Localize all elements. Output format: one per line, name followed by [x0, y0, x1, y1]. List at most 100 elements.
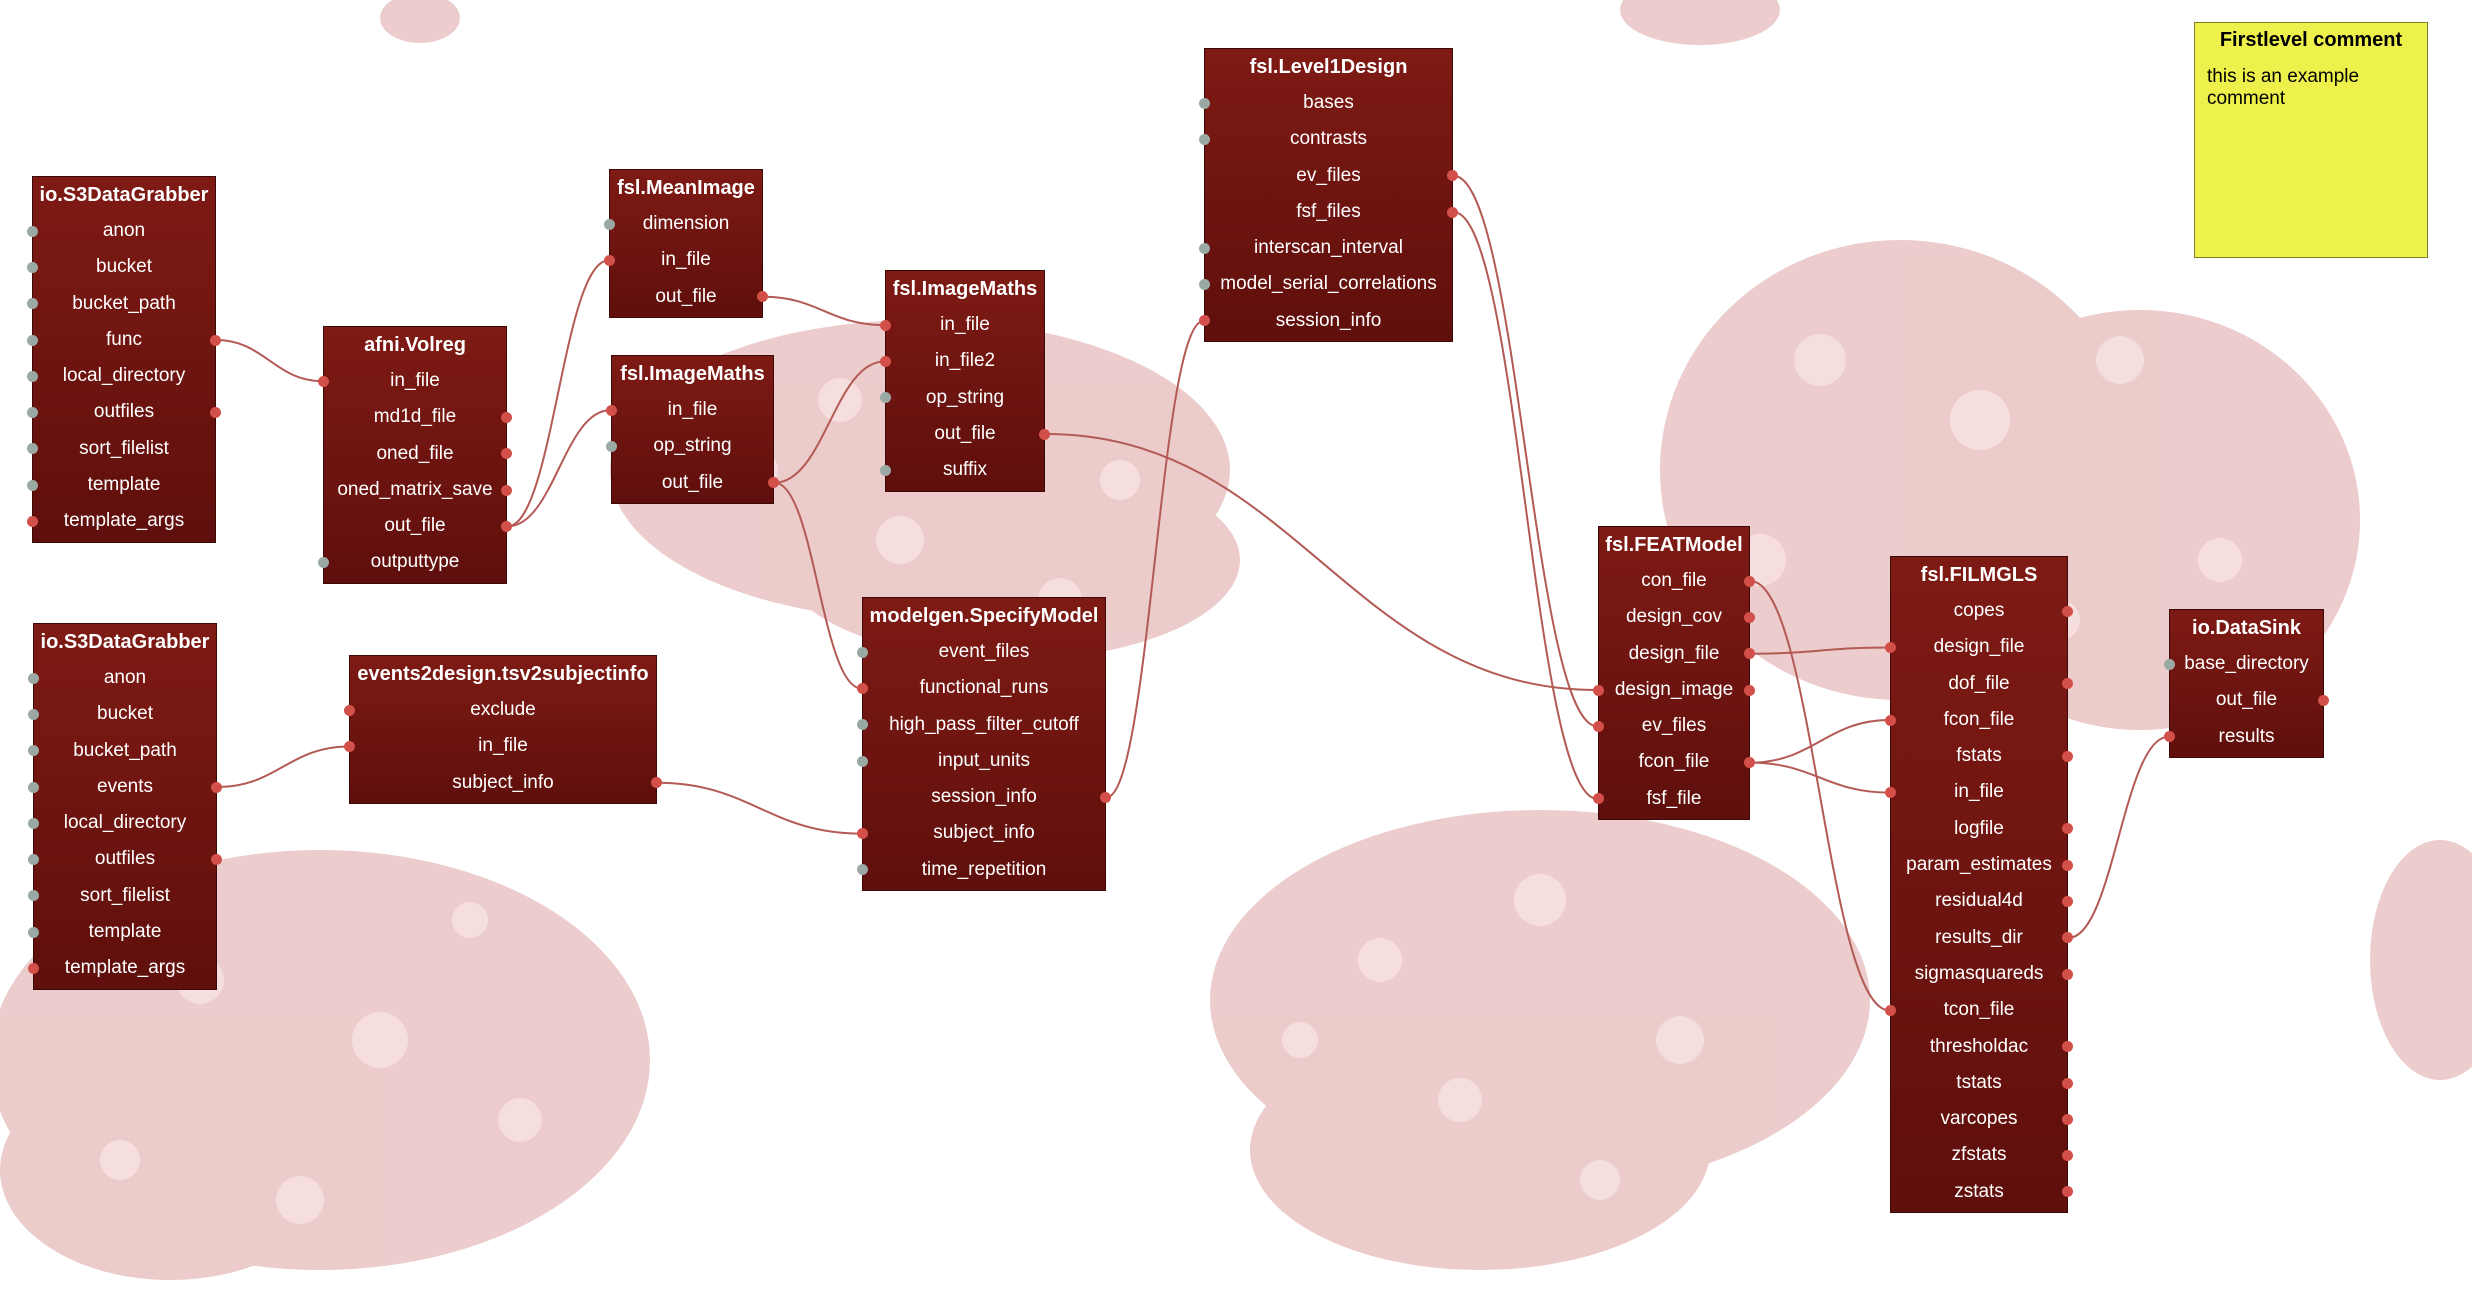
- output-connector[interactable]: [2062, 1113, 2073, 1125]
- output-connector[interactable]: [2062, 823, 2073, 835]
- input-connector[interactable]: [2164, 731, 2175, 743]
- input-connector[interactable]: [1593, 684, 1604, 696]
- input-connector[interactable]: [1885, 787, 1896, 799]
- input-connector[interactable]: [28, 672, 39, 684]
- input-connector[interactable]: [27, 298, 38, 310]
- input-connector[interactable]: [1199, 97, 1210, 109]
- input-connector[interactable]: [1199, 279, 1210, 291]
- input-connector[interactable]: [28, 745, 39, 757]
- output-connector[interactable]: [501, 484, 512, 496]
- output-connector[interactable]: [1100, 791, 1111, 803]
- input-connector[interactable]: [1593, 720, 1604, 732]
- input-connector[interactable]: [318, 557, 329, 569]
- output-connector[interactable]: [501, 448, 512, 460]
- output-connector[interactable]: [2062, 1150, 2073, 1162]
- input-connector[interactable]: [880, 319, 891, 331]
- input-connector[interactable]: [27, 261, 38, 273]
- input-connector[interactable]: [604, 218, 615, 230]
- input-connector[interactable]: [857, 864, 868, 876]
- input-connector[interactable]: [1593, 793, 1604, 805]
- output-connector[interactable]: [211, 781, 222, 793]
- output-connector[interactable]: [1744, 575, 1755, 587]
- input-connector[interactable]: [880, 355, 891, 367]
- input-connector[interactable]: [606, 440, 617, 452]
- input-connector[interactable]: [27, 443, 38, 455]
- output-connector[interactable]: [2062, 968, 2073, 980]
- input-connector[interactable]: [1199, 315, 1210, 327]
- input-connector[interactable]: [880, 464, 891, 476]
- output-connector[interactable]: [1744, 648, 1755, 660]
- output-connector[interactable]: [1744, 684, 1755, 696]
- input-connector[interactable]: [857, 682, 868, 694]
- port-label: design_file: [1628, 642, 1720, 664]
- input-connector[interactable]: [857, 828, 868, 840]
- input-connector[interactable]: [27, 407, 38, 419]
- output-connector[interactable]: [2062, 1186, 2073, 1198]
- port-out-file: out_file: [610, 279, 768, 315]
- input-connector[interactable]: [1199, 133, 1210, 145]
- input-connector[interactable]: [28, 963, 39, 975]
- input-connector[interactable]: [344, 740, 355, 752]
- output-connector[interactable]: [210, 407, 221, 419]
- input-connector[interactable]: [606, 404, 617, 416]
- input-connector[interactable]: [28, 926, 39, 938]
- input-connector[interactable]: [318, 375, 329, 387]
- output-connector[interactable]: [1039, 428, 1050, 440]
- input-connector[interactable]: [28, 890, 39, 902]
- output-connector[interactable]: [1744, 757, 1755, 769]
- output-connector[interactable]: [2062, 932, 2073, 944]
- input-connector[interactable]: [28, 817, 39, 829]
- input-connector[interactable]: [27, 479, 38, 491]
- input-connector[interactable]: [344, 704, 355, 716]
- output-connector[interactable]: [210, 334, 221, 346]
- output-connector[interactable]: [651, 777, 662, 789]
- output-connector[interactable]: [2062, 605, 2073, 617]
- output-connector[interactable]: [757, 291, 768, 303]
- input-connector[interactable]: [1885, 714, 1896, 726]
- output-connector[interactable]: [1447, 206, 1458, 218]
- input-connector[interactable]: [604, 254, 615, 266]
- input-connector[interactable]: [857, 646, 868, 658]
- output-connector[interactable]: [2318, 694, 2329, 706]
- output-connector[interactable]: [1744, 611, 1755, 623]
- input-connector[interactable]: [1885, 641, 1896, 653]
- input-connector[interactable]: [857, 719, 868, 731]
- input-connector[interactable]: [857, 755, 868, 767]
- input-connector[interactable]: [27, 334, 38, 346]
- input-connector[interactable]: [880, 392, 891, 404]
- input-connector[interactable]: [28, 854, 39, 866]
- output-connector[interactable]: [768, 477, 779, 489]
- output-connector[interactable]: [2062, 1077, 2073, 1089]
- input-connector[interactable]: [28, 781, 39, 793]
- input-connector[interactable]: [1199, 242, 1210, 254]
- output-connector[interactable]: [2062, 1041, 2073, 1053]
- output-connector[interactable]: [1447, 170, 1458, 182]
- comment-note[interactable]: Firstlevel comment this is an example co…: [2194, 22, 2428, 258]
- output-connector[interactable]: [2062, 678, 2073, 690]
- output-connector[interactable]: [2062, 896, 2073, 908]
- output-connector[interactable]: [2062, 859, 2073, 871]
- input-connector[interactable]: [27, 225, 38, 237]
- port-oned-matrix-save: oned_matrix_save: [324, 472, 512, 508]
- output-connector[interactable]: [211, 854, 222, 866]
- input-connector[interactable]: [27, 370, 38, 382]
- output-connector[interactable]: [501, 520, 512, 532]
- input-connector[interactable]: [2164, 658, 2175, 670]
- input-connector[interactable]: [27, 516, 38, 528]
- output-connector[interactable]: [501, 411, 512, 423]
- input-connector[interactable]: [1885, 1004, 1896, 1016]
- input-connector[interactable]: [28, 708, 39, 720]
- output-connector[interactable]: [2062, 750, 2073, 762]
